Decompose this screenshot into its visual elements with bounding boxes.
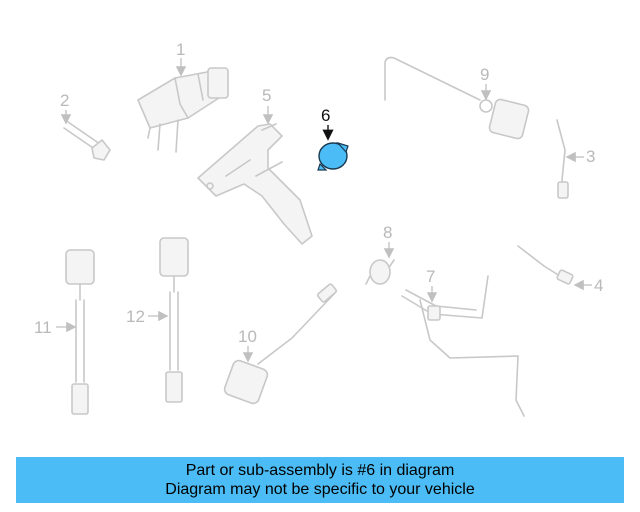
part-11-sensor[interactable] [65, 249, 95, 415]
banner-line-1: Part or sub-assembly is #6 in diagram [185, 462, 455, 479]
callout-9[interactable]: 9 [480, 65, 489, 84]
callout-8[interactable]: 8 [383, 223, 392, 242]
part-4-probe[interactable] [517, 245, 574, 285]
callout-5[interactable]: 5 [262, 86, 271, 105]
part-3-sensor[interactable] [556, 119, 569, 199]
callout-7[interactable]: 7 [426, 267, 435, 286]
callout-3[interactable]: 3 [586, 147, 595, 166]
part-8-clip[interactable] [365, 259, 395, 285]
part-9-sensor-harness[interactable] [384, 56, 530, 140]
part-7-pipe[interactable] [401, 275, 525, 417]
callout-11[interactable]: 11 [34, 318, 52, 337]
part-12-sensor[interactable] [159, 237, 189, 403]
part-6-highlighted[interactable] [317, 141, 349, 171]
info-banner: Part or sub-assembly is #6 in diagram Di… [16, 457, 624, 503]
callout-6[interactable]: 6 [321, 106, 330, 125]
part-1-sensor[interactable] [137, 67, 229, 153]
callout-2[interactable]: 2 [60, 91, 69, 110]
part-10-sensor[interactable] [223, 283, 338, 405]
part-2-bolt[interactable] [63, 121, 111, 161]
callout-10[interactable]: 10 [238, 327, 257, 346]
banner-line-2: Diagram may not be specific to your vehi… [165, 481, 475, 498]
callout-12[interactable]: 12 [126, 307, 145, 326]
part-5-bracket[interactable] [197, 123, 313, 245]
callout-1[interactable]: 1 [176, 40, 185, 59]
callout-4[interactable]: 4 [594, 276, 603, 295]
